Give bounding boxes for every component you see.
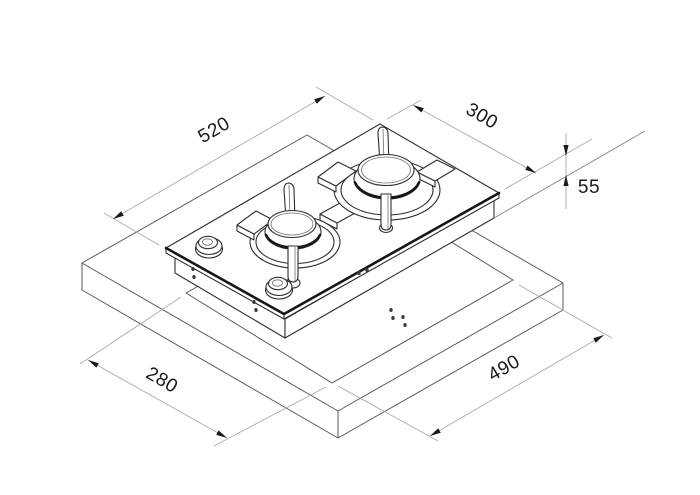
arrowhead <box>430 428 441 436</box>
knob1-cap-inner <box>202 238 213 246</box>
large-burner-cap-top-inner <box>361 156 411 184</box>
knob2-cap <box>267 276 289 291</box>
dimension-label: 55 <box>578 177 600 198</box>
small-burner-front-finger <box>287 245 299 283</box>
ext-line <box>213 386 327 447</box>
large-burner-right-paddle <box>416 159 456 182</box>
arrowhead <box>563 175 569 186</box>
dim-line <box>412 104 537 174</box>
large-burner-front-finger <box>380 193 392 231</box>
arrowhead <box>563 145 569 156</box>
knob1-cap <box>197 235 219 250</box>
dim-line <box>112 95 326 220</box>
ext-line <box>518 284 613 339</box>
ext-line <box>386 99 422 120</box>
ext-line <box>504 138 593 190</box>
control-knob-2 <box>264 276 294 300</box>
burner-small <box>236 182 358 289</box>
dim-line <box>87 359 228 439</box>
small-burner-cap-top-inner <box>270 212 314 236</box>
knob2-cap-inner <box>272 279 283 287</box>
ext-line <box>79 296 182 365</box>
arrowhead <box>216 430 227 438</box>
ref-line-bottom <box>493 130 646 219</box>
large-burner-cap-top <box>357 153 415 187</box>
ext-line <box>337 385 439 442</box>
arrowhead <box>314 96 325 104</box>
ext-line <box>315 86 374 121</box>
dim-line <box>429 334 605 437</box>
arrowhead <box>525 165 536 173</box>
worktop-front-left-face <box>81 263 339 439</box>
arrowhead <box>593 335 604 343</box>
ext-line <box>103 212 160 246</box>
mounting-screws <box>191 267 407 327</box>
arrowhead <box>88 360 99 368</box>
dimension-hob-depth: 55 <box>493 130 646 219</box>
arrowhead <box>113 211 124 219</box>
glass-front-edges <box>164 191 501 316</box>
control-knob-1 <box>194 235 224 259</box>
burner-large <box>317 126 456 234</box>
arrowhead <box>413 105 424 113</box>
small-burner-cap-top <box>267 209 317 239</box>
